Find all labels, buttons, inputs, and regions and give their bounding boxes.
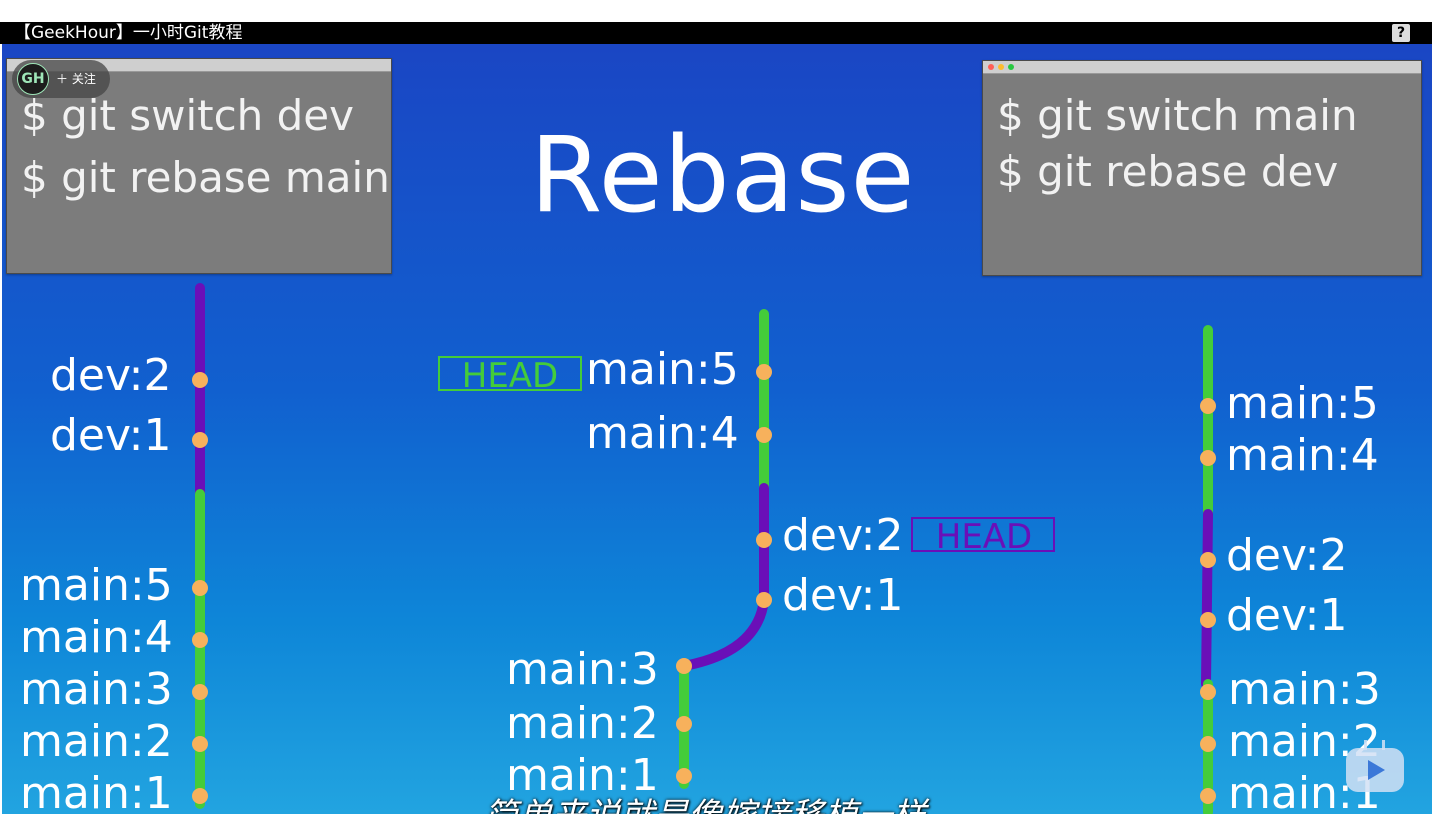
right-commit-dev-1 — [1200, 612, 1216, 628]
left-terminal-line-2: $ git rebase main — [21, 153, 390, 202]
maximize-dot-icon — [1008, 64, 1014, 70]
right-label-dev-2: dev:2 — [1226, 530, 1347, 581]
left-label-main-3: main:3 — [20, 664, 173, 715]
left-terminal: $ git switch dev $ git rebase main — [6, 58, 392, 274]
video-frame[interactable]: $ git switch dev $ git rebase main $ git… — [2, 44, 1432, 814]
left-commit-main-4 — [192, 632, 208, 648]
middle-commit-main-1 — [676, 768, 692, 784]
git-graph: dev:2 dev:1 main:5 main:4 main:3 main:2 … — [20, 283, 1381, 814]
middle-label-main-2: main:2 — [506, 698, 659, 749]
left-commit-dev-2 — [192, 372, 208, 388]
left-label-main-1: main:1 — [20, 768, 173, 814]
slide-title: Rebase — [530, 114, 916, 236]
right-commit-main-2 — [1200, 736, 1216, 752]
middle-label-dev-1: dev:1 — [782, 570, 903, 621]
window-titlebar: 【GeekHour】一小时Git教程 ? — [0, 22, 1432, 44]
video-subtitle: 简单来说就是像嫁接移植一样 — [484, 788, 926, 814]
head-marker-main — [438, 356, 582, 391]
middle-label-main-1: main:1 — [506, 750, 659, 801]
middle-label-dev-2: dev:2 — [782, 510, 903, 561]
middle-commit-main-2 — [676, 716, 692, 732]
play-button-icon[interactable] — [1346, 740, 1404, 792]
right-terminal-line-1: $ git switch main — [997, 91, 1358, 140]
page-bottom-strip — [0, 814, 1432, 836]
head-marker-dev — [911, 517, 1055, 552]
right-commit-main-3 — [1200, 684, 1216, 700]
right-commit-dev-2 — [1200, 552, 1216, 568]
right-label-main-3: main:3 — [1228, 664, 1381, 715]
left-terminal-line-1: $ git switch dev — [21, 91, 355, 140]
right-commit-main-5 — [1200, 398, 1216, 414]
left-commit-main-1 — [192, 788, 208, 804]
right-terminal-titlebar — [983, 61, 1421, 74]
follow-label: ＋ 关注 — [56, 72, 96, 86]
left-label-dev-2: dev:2 — [50, 350, 171, 401]
left-commit-main-3 — [192, 684, 208, 700]
middle-commit-dev-1 — [756, 592, 772, 608]
left-commit-main-2 — [192, 736, 208, 752]
middle-commit-main-4 — [756, 427, 772, 443]
right-label-main-4: main:4 — [1226, 430, 1379, 481]
left-label-main-2: main:2 — [20, 716, 173, 767]
head-label-main: HEAD — [462, 356, 559, 396]
head-label-dev: HEAD — [936, 517, 1033, 557]
right-terminal-line-2: $ git rebase dev — [997, 147, 1339, 196]
left-label-main-5: main:5 — [20, 560, 173, 611]
right-commit-main-4 — [1200, 450, 1216, 466]
middle-label-main-3: main:3 — [506, 644, 659, 695]
middle-dev-line — [679, 483, 769, 671]
close-dot-icon — [988, 64, 994, 70]
right-label-dev-1: dev:1 — [1226, 590, 1347, 641]
right-dev-line — [1201, 509, 1213, 689]
right-terminal: $ git switch main $ git rebase dev — [982, 60, 1422, 276]
middle-commit-dev-2 — [756, 532, 772, 548]
middle-label-main-5: main:5 — [586, 344, 739, 395]
right-label-main-5: main:5 — [1226, 378, 1379, 429]
minimize-dot-icon — [998, 64, 1004, 70]
left-label-dev-1: dev:1 — [50, 410, 171, 461]
right-commit-main-1 — [1200, 788, 1216, 804]
help-icon[interactable]: ? — [1392, 24, 1410, 42]
middle-commit-main-3 — [676, 658, 692, 674]
uploader-avatar: GH — [17, 63, 49, 95]
left-commit-main-5 — [192, 580, 208, 596]
left-commit-dev-1 — [192, 432, 208, 448]
middle-label-main-4: main:4 — [586, 408, 739, 459]
follow-uploader-button[interactable]: GH ＋ 关注 — [12, 60, 110, 98]
left-label-main-4: main:4 — [20, 612, 173, 663]
window-title: 【GeekHour】一小时Git教程 — [14, 23, 243, 43]
play-triangle-icon — [1368, 760, 1385, 780]
middle-commit-main-5 — [756, 364, 772, 380]
